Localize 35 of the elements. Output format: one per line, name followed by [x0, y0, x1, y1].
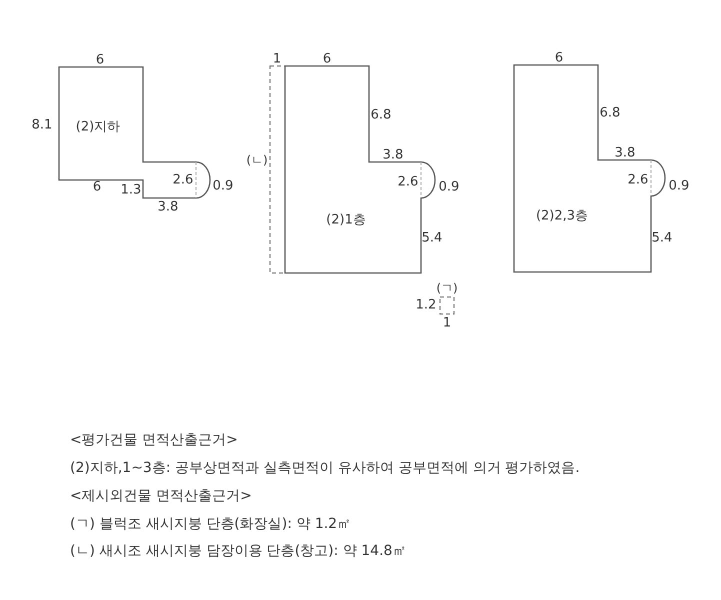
note-text: (ㄱ) 블럭조 새시지붕 단층(화장실): 약 1.2㎡ [70, 517, 352, 531]
dimension-label: 2.6 [172, 174, 194, 186]
dimension-label: 6 [554, 52, 564, 64]
dimension-label: 1 [442, 316, 452, 330]
floor-plan-outline [59, 67, 211, 199]
dimension-label: 0.9 [212, 180, 234, 192]
note-text: (2)지하,1~3층: 공부상면적과 실측면적이 유사하여 공부면적에 의거 평가하였음. [70, 461, 580, 475]
floor-label: (ㄱ) [436, 282, 458, 294]
dimension-label: 3.8 [382, 148, 404, 162]
floor-label: (ㄴ) [246, 154, 268, 166]
floor-label: (2)2,3층 [536, 210, 588, 222]
dimension-label: 6 [96, 54, 104, 66]
dimension-label: 0.9 [438, 180, 460, 194]
dimension-label: 6 [92, 180, 102, 194]
dimension-label: 8.1 [32, 118, 52, 132]
note-text: <평가건물 면적산출근거> [70, 433, 238, 447]
dimension-label: 5.4 [652, 232, 672, 244]
annex-outline [436, 281, 458, 315]
dimension-label: 2.6 [398, 176, 418, 188]
dimension-label: 6.8 [370, 108, 392, 122]
dimension-label: 1 [272, 52, 282, 66]
dimension-label: 2.6 [628, 174, 648, 186]
floor-label: (2)1층 [326, 214, 366, 226]
dimension-label: 6.8 [600, 106, 620, 120]
note-text: (ㄴ) 새시조 새시지붕 담장이용 단층(창고): 약 14.8㎡ [70, 544, 406, 558]
dimension-label: 0.9 [668, 180, 690, 192]
floor-label: (2)지하 [76, 120, 120, 134]
dimension-label: 3.8 [614, 146, 636, 160]
dimension-label: 3.8 [158, 200, 178, 214]
dimension-label: 1.2 [416, 298, 436, 312]
annex-outline [246, 66, 286, 273]
dimension-label: 1.3 [120, 184, 142, 196]
dimension-label: 5.4 [422, 232, 442, 244]
note-text: <제시외건물 면적산출근거> [70, 489, 252, 503]
dimension-label: 6 [322, 52, 332, 66]
